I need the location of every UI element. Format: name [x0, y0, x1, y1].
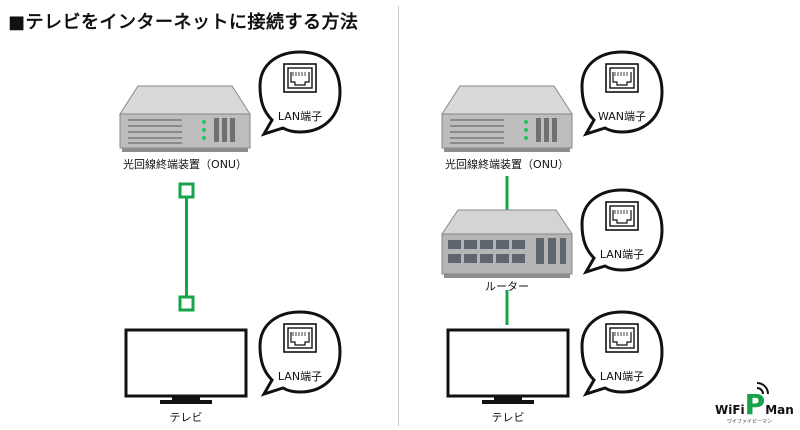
- wifi-signal-icon: [756, 382, 769, 395]
- onu-label: 光回線終端装置（ONU）: [445, 158, 569, 171]
- bubble-label: LAN端子: [599, 370, 645, 383]
- tv-label: テレビ: [169, 411, 203, 424]
- column-divider: [398, 6, 399, 426]
- logo-man-text: Man: [765, 403, 794, 417]
- logo-subtitle: ワイファイピーマン: [727, 419, 773, 425]
- logo-p-text: P: [744, 388, 766, 421]
- brand-logo: WiFiPMan: [715, 388, 794, 421]
- tv-icon: [124, 328, 248, 406]
- logo-wifi-text: WiFi: [715, 403, 745, 417]
- bubble-label: LAN端子: [599, 248, 645, 261]
- tv-icon: [446, 328, 570, 406]
- router-label: ルーター: [485, 280, 529, 293]
- cable-connector-bottom-icon: [178, 295, 195, 312]
- onu-device-icon: [441, 85, 573, 153]
- tv-label: テレビ: [491, 411, 525, 424]
- bubble-label: LAN端子: [277, 370, 323, 383]
- cable-connector-top-icon: [178, 182, 195, 199]
- onu-device-icon: [119, 85, 251, 153]
- page-title: ■テレビをインターネットに接続する方法: [8, 12, 359, 33]
- onu-label: 光回線終端装置（ONU）: [123, 158, 247, 171]
- bubble-label: WAN端子: [597, 110, 647, 123]
- bubble-label: LAN端子: [277, 110, 323, 123]
- router-icon: [441, 209, 573, 279]
